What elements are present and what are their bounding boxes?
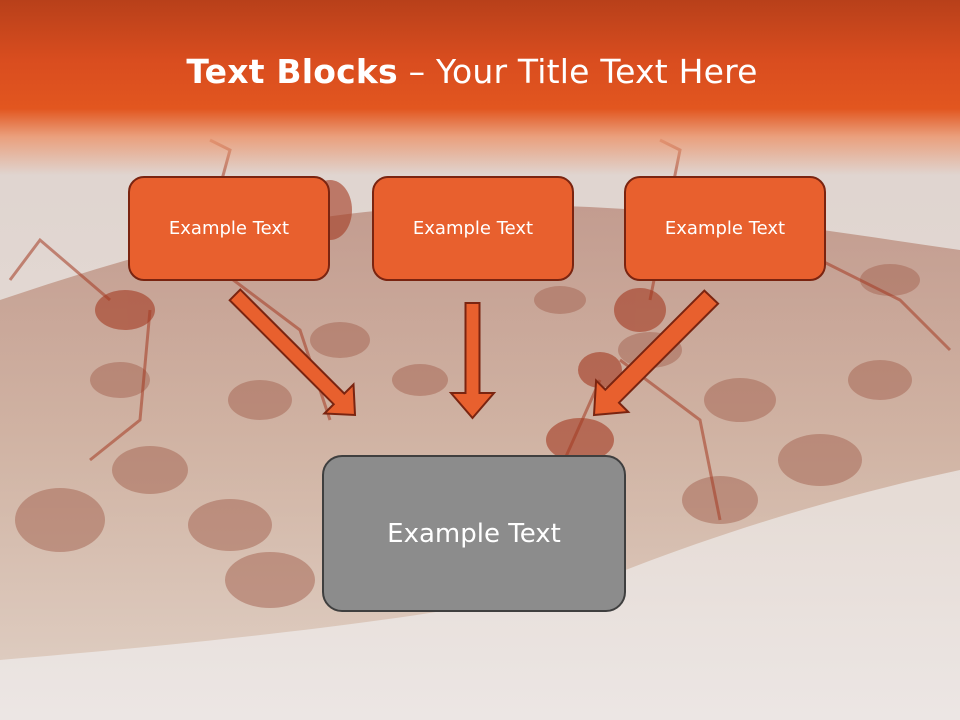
arrow-left	[228, 288, 357, 417]
text-block-2[interactable]: Example Text	[372, 176, 574, 281]
header-band	[0, 0, 960, 175]
result-block[interactable]: Example Text	[322, 455, 626, 612]
title-dash: –	[397, 52, 436, 91]
text-block-3-label: Example Text	[664, 218, 786, 239]
arrow-right	[592, 289, 720, 417]
result-block-label: Example Text	[387, 518, 561, 549]
arrow-middle	[448, 302, 497, 420]
page-title: Text Blocks – Your Title Text Here	[0, 52, 944, 91]
text-block-3[interactable]: Example Text	[624, 176, 826, 281]
text-block-1-label: Example Text	[168, 218, 290, 239]
title-strong: Text Blocks	[186, 52, 398, 91]
text-block-1[interactable]: Example Text	[128, 176, 330, 281]
text-block-2-label: Example Text	[412, 218, 534, 239]
title-rest: Your Title Text Here	[435, 52, 758, 91]
